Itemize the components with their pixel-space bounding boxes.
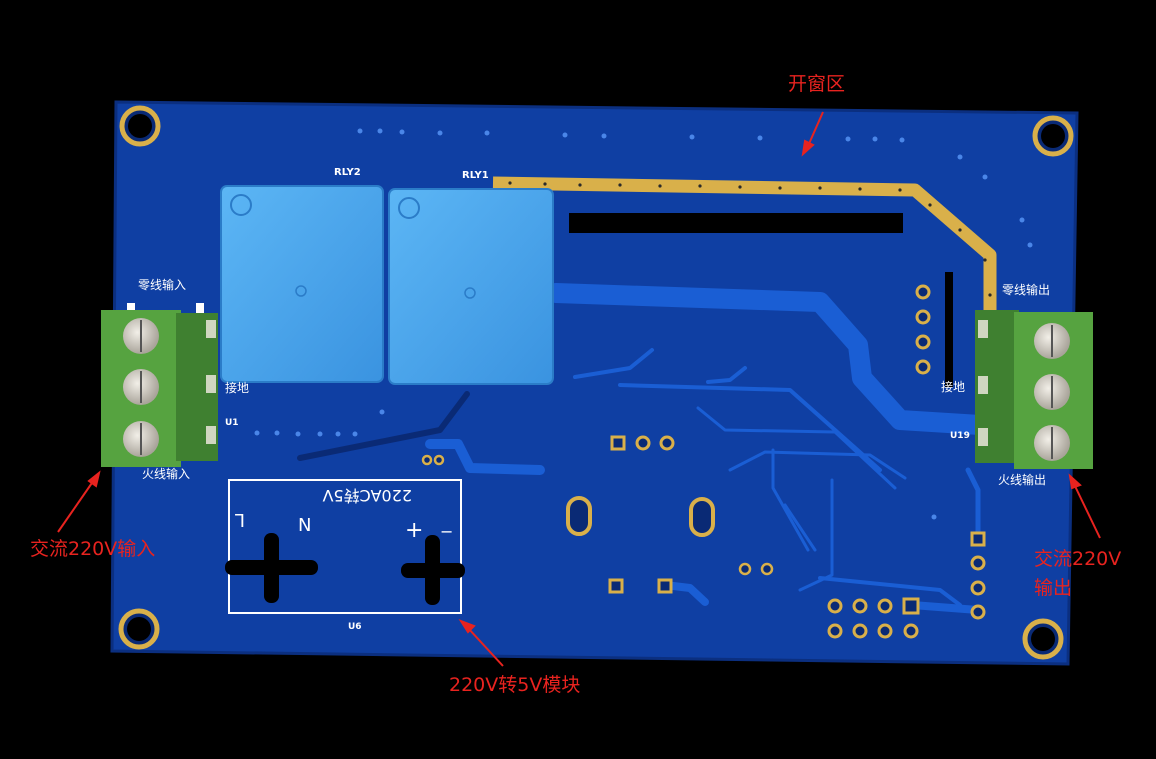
mounting-hole-top-right xyxy=(1032,115,1074,157)
label-ground-left: 接地 xyxy=(225,380,249,395)
label-mark-l: L xyxy=(235,509,245,530)
pad-pair-small xyxy=(421,454,774,576)
annotation-ac-input: 交流220V输入 xyxy=(30,538,156,560)
label-ground-right: 接地 xyxy=(941,379,965,394)
mounting-hole-bottom-left xyxy=(118,608,160,650)
label-u1: U1 xyxy=(225,418,239,428)
terminal-block-right xyxy=(975,310,1093,469)
pad-slots xyxy=(566,496,715,537)
pcb-traces xyxy=(297,283,990,614)
relay-rly1 xyxy=(388,188,554,385)
pad-row-center xyxy=(610,435,675,451)
label-mark-minus: − xyxy=(440,522,453,541)
relay-rly2 xyxy=(220,185,384,383)
exposed-copper-window xyxy=(492,176,997,312)
label-fire-output: 火线输出 xyxy=(998,472,1046,487)
copper-window-dots xyxy=(508,181,992,297)
mounting-hole-top-left xyxy=(119,105,161,147)
annotation-ac-output-line2: 输出 xyxy=(1034,577,1073,599)
label-module-title: 220AC转5V xyxy=(322,486,412,505)
label-fire-input: 火线输入 xyxy=(142,466,190,481)
power-module-u6 xyxy=(225,479,465,614)
label-rly1: RLY1 xyxy=(462,170,489,181)
label-mark-plus: + xyxy=(405,518,423,543)
pcb-board-edge xyxy=(110,100,1079,666)
label-u6: U6 xyxy=(348,622,362,632)
annotation-ac-output-line1: 交流220V xyxy=(1034,548,1122,570)
pad-singles xyxy=(608,578,673,594)
label-mark-n: N xyxy=(298,515,311,536)
terminal-block-left xyxy=(101,303,218,467)
label-zero-output: 零线输出 xyxy=(1002,282,1050,297)
via-row-top xyxy=(254,128,1033,520)
label-u19: U19 xyxy=(950,431,970,441)
annotation-window-area: 开窗区 xyxy=(788,73,846,95)
label-rly2: RLY2 xyxy=(334,167,361,178)
pad-column-upper-right xyxy=(915,284,931,375)
pad-column-lower-right xyxy=(970,531,986,620)
label-zero-input: 零线输入 xyxy=(138,277,186,292)
silk-bar xyxy=(569,213,903,233)
annotation-module: 220V转5V模块 xyxy=(449,674,581,696)
pad-grid xyxy=(827,597,920,639)
annotation-arrows xyxy=(57,111,1101,667)
silk-bar-vertical xyxy=(945,272,953,387)
mounting-hole-bottom-right xyxy=(1022,618,1064,660)
